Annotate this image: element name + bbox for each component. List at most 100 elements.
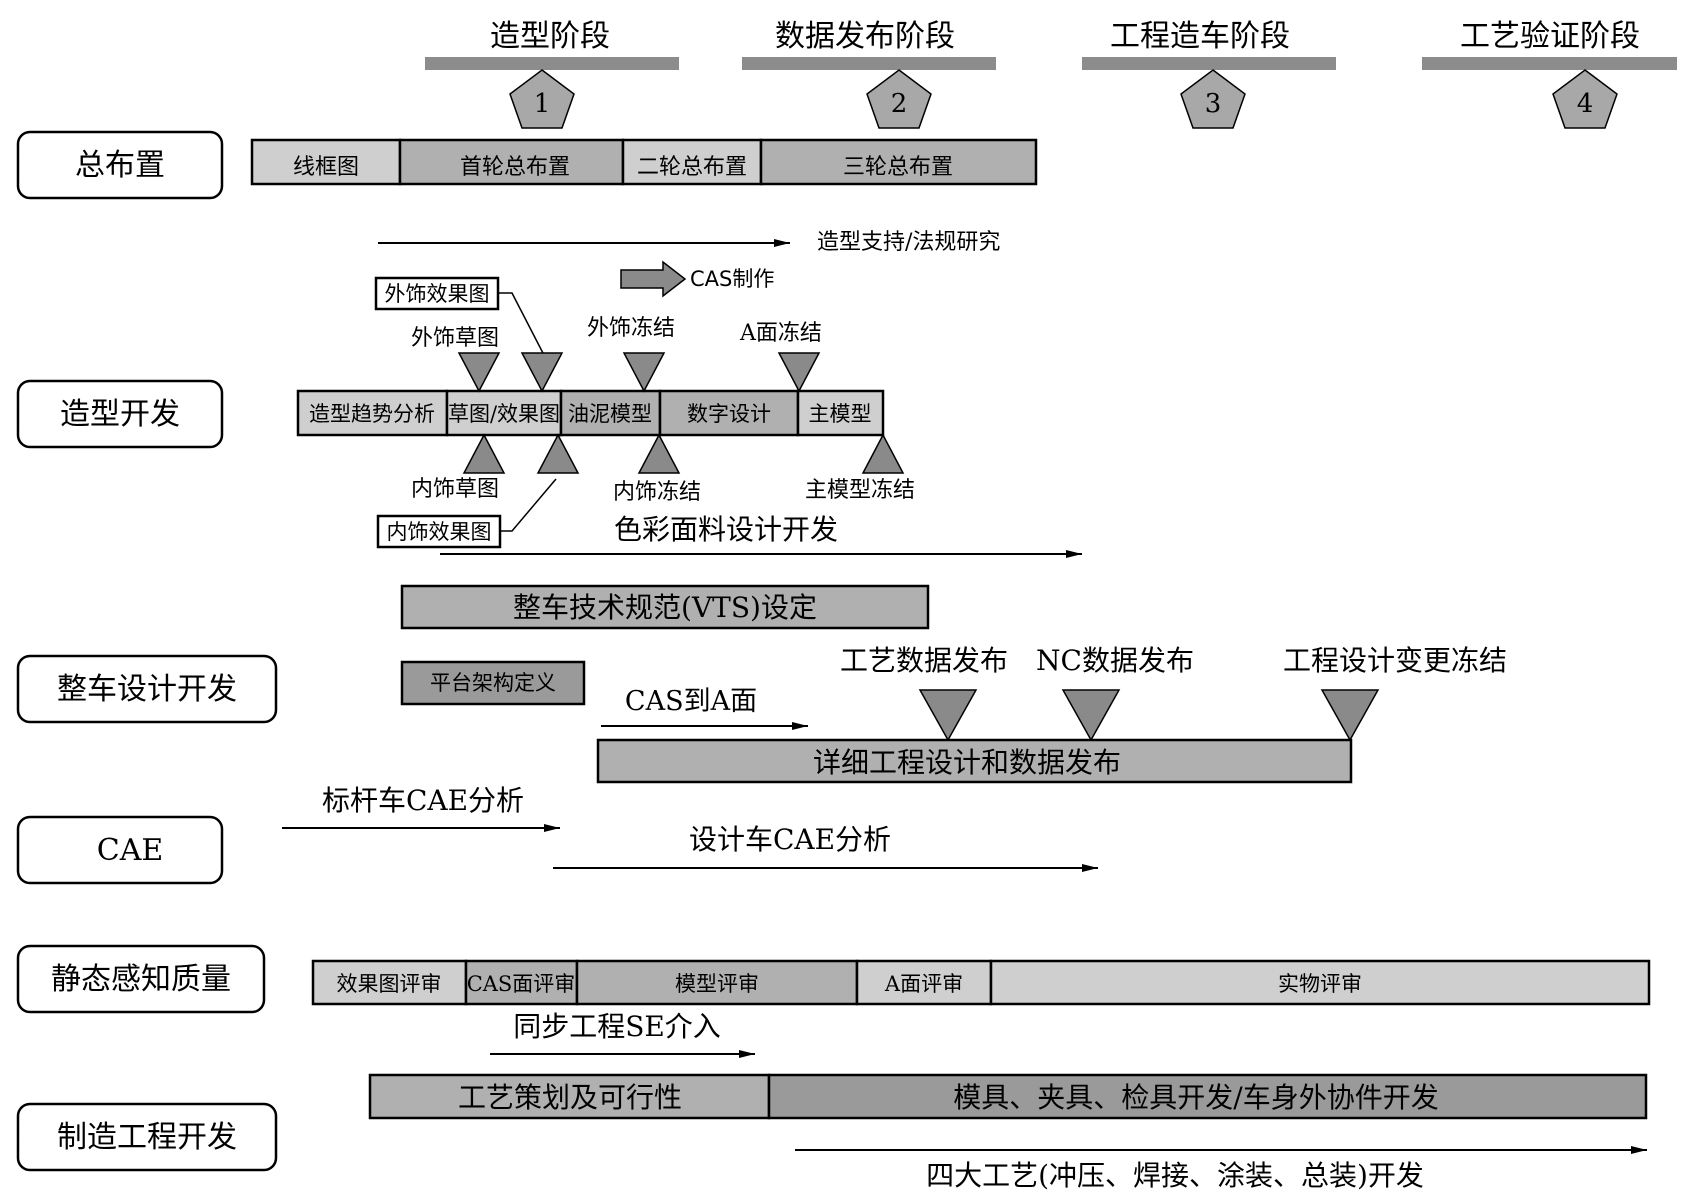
row-label-cae: CAE	[16, 815, 224, 885]
benchmark-cae-label: 标杆车CAE分析	[322, 784, 524, 817]
milestone-ext-sketch-label: 外饰草图	[411, 326, 499, 351]
layout-bars	[250, 138, 1038, 186]
milestone-ext-freeze-marker	[622, 352, 666, 393]
bar-wireframe	[250, 138, 402, 186]
ecn-freeze-label: 工程设计变更冻结	[1283, 644, 1507, 677]
row-label-text: CAE	[97, 833, 164, 868]
nc-data-release-label: NC数据发布	[1036, 644, 1194, 677]
milestone-master-freeze-marker	[861, 433, 905, 474]
ext-render-connector	[498, 292, 546, 358]
milestone-int-freeze-label: 内饰冻结	[613, 480, 701, 505]
bar-second-layout-label: 二轮总布置	[637, 155, 747, 180]
nc-data-release-marker	[1061, 689, 1121, 742]
phase-title: 造型阶段	[490, 19, 610, 54]
design-cae-label: 设计车CAE分析	[689, 823, 891, 856]
se-label: 同步工程SE介入	[513, 1010, 721, 1043]
tooling-label: 模具、夹具、检具开发/车身外协件开发	[953, 1081, 1438, 1114]
bar-trend-label: 造型趋势分析	[309, 402, 435, 426]
int-render-connector	[500, 478, 557, 532]
process-planning-bar	[368, 1073, 771, 1120]
process-data-release-label: 工艺数据发布	[840, 644, 1008, 677]
bar-render-review-label: 效果图评审	[337, 972, 442, 996]
vts-bar	[400, 584, 930, 630]
quality-bars	[311, 959, 1651, 1006]
bar-third-layout	[759, 138, 1038, 186]
platform-label: 平台架构定义	[430, 671, 556, 695]
milestone-master-freeze-label: 主模型冻结	[805, 478, 915, 503]
ecn-freeze-marker	[1320, 689, 1380, 742]
row-label-text: 静态感知质量	[51, 962, 231, 997]
vehicle-milestone-markers	[918, 689, 1380, 742]
phase-4: 工艺验证阶段 4	[1422, 19, 1677, 129]
row-label-text: 造型开发	[60, 397, 180, 432]
phase-number: 3	[1205, 89, 1222, 119]
phase-title: 工程造车阶段	[1110, 19, 1290, 54]
phase-1: 造型阶段 1	[425, 19, 679, 129]
bar-third-layout-label: 三轮总布置	[843, 155, 953, 180]
row-label-vehicle: 整车设计开发	[16, 654, 278, 724]
row-label-quality: 静态感知质量	[16, 944, 266, 1014]
tooling-bar	[767, 1073, 1648, 1120]
color-arrow-label: 色彩面料设计开发	[614, 513, 838, 546]
phase-bar	[1082, 57, 1336, 70]
bar-sketch	[445, 389, 563, 437]
phase-title: 数据发布阶段	[775, 19, 955, 54]
int-render-label: 内饰效果图	[387, 520, 492, 544]
process-planning-label: 工艺策划及可行性	[458, 1081, 682, 1114]
bar-sketch-label: 草图/效果图	[448, 402, 560, 426]
milestone-int-sketch-marker	[462, 433, 506, 474]
milestone-int-sketch-label: 内饰草图	[411, 477, 499, 502]
styling-bars	[296, 389, 885, 437]
phase-title: 工艺验证阶段	[1460, 19, 1640, 54]
support-arrow-label: 造型支持/法规研究	[817, 230, 1000, 255]
milestone-ext-render-marker	[520, 352, 564, 393]
bar-model-review-label: 模型评审	[675, 972, 759, 996]
bar-physical-review-label: 实物评审	[1278, 972, 1362, 996]
row-label-layout: 总布置	[16, 130, 224, 200]
phase-number: 1	[534, 89, 551, 119]
bar-digital	[658, 389, 800, 437]
top-milestone-markers	[457, 352, 821, 393]
milestone-a-surface-freeze-marker	[777, 352, 821, 393]
vts-label: 整车技术规范(VTS)设定	[513, 591, 817, 624]
four-process-label: 四大工艺(冲压、焊接、涂装、总装)开发	[926, 1159, 1424, 1192]
phase-pentagon	[1180, 69, 1246, 129]
bar-first-layout-label: 首轮总布置	[460, 155, 570, 180]
bar-master	[796, 389, 885, 437]
bar-cas-review-label: CAS面评审	[467, 972, 576, 996]
bar-model-review	[575, 959, 859, 1006]
row-label-text: 总布置	[75, 148, 165, 183]
bar-render-review	[311, 959, 468, 1006]
row-label-styling: 造型开发	[16, 379, 224, 449]
phase-pentagon	[866, 69, 932, 129]
bar-clay-label: 油泥模型	[568, 402, 652, 426]
phase-bar	[742, 57, 996, 70]
bar-a-surface-review-label: A面评审	[884, 972, 963, 996]
detail-design-label: 详细工程设计和数据发布	[813, 746, 1121, 779]
detail-design-bar	[596, 738, 1353, 784]
bottom-milestone-markers	[462, 433, 905, 474]
milestone-int-freeze-marker	[637, 433, 681, 474]
row-label-manufacturing: 制造工程开发	[16, 1102, 278, 1172]
bar-trend	[296, 389, 449, 437]
platform-bar	[400, 660, 586, 706]
cas-to-a-label: CAS到A面	[625, 686, 757, 717]
int-render-box: 内饰效果图	[376, 514, 502, 549]
phase-pentagon	[1552, 69, 1618, 129]
milestone-ext-freeze-label: 外饰冻结	[587, 316, 675, 341]
bar-clay	[559, 389, 662, 437]
row-label-text: 整车设计开发	[57, 672, 237, 707]
phase-pentagon	[509, 69, 575, 129]
cas-block-arrow	[620, 260, 687, 298]
bar-wireframe-label: 线框图	[293, 155, 359, 180]
phase-2: 数据发布阶段 2	[742, 19, 996, 129]
row-label-text: 制造工程开发	[57, 1120, 237, 1155]
phase-bar	[1422, 57, 1677, 70]
phase-number: 4	[1577, 89, 1594, 119]
milestone-int-render-marker	[536, 433, 580, 474]
cas-arrow-label: CAS制作	[690, 267, 774, 291]
ext-render-label: 外饰效果图	[385, 282, 490, 306]
milestone-ext-sketch-marker	[457, 352, 501, 393]
phase-bar	[425, 57, 679, 70]
bar-master-label: 主模型	[809, 402, 872, 426]
